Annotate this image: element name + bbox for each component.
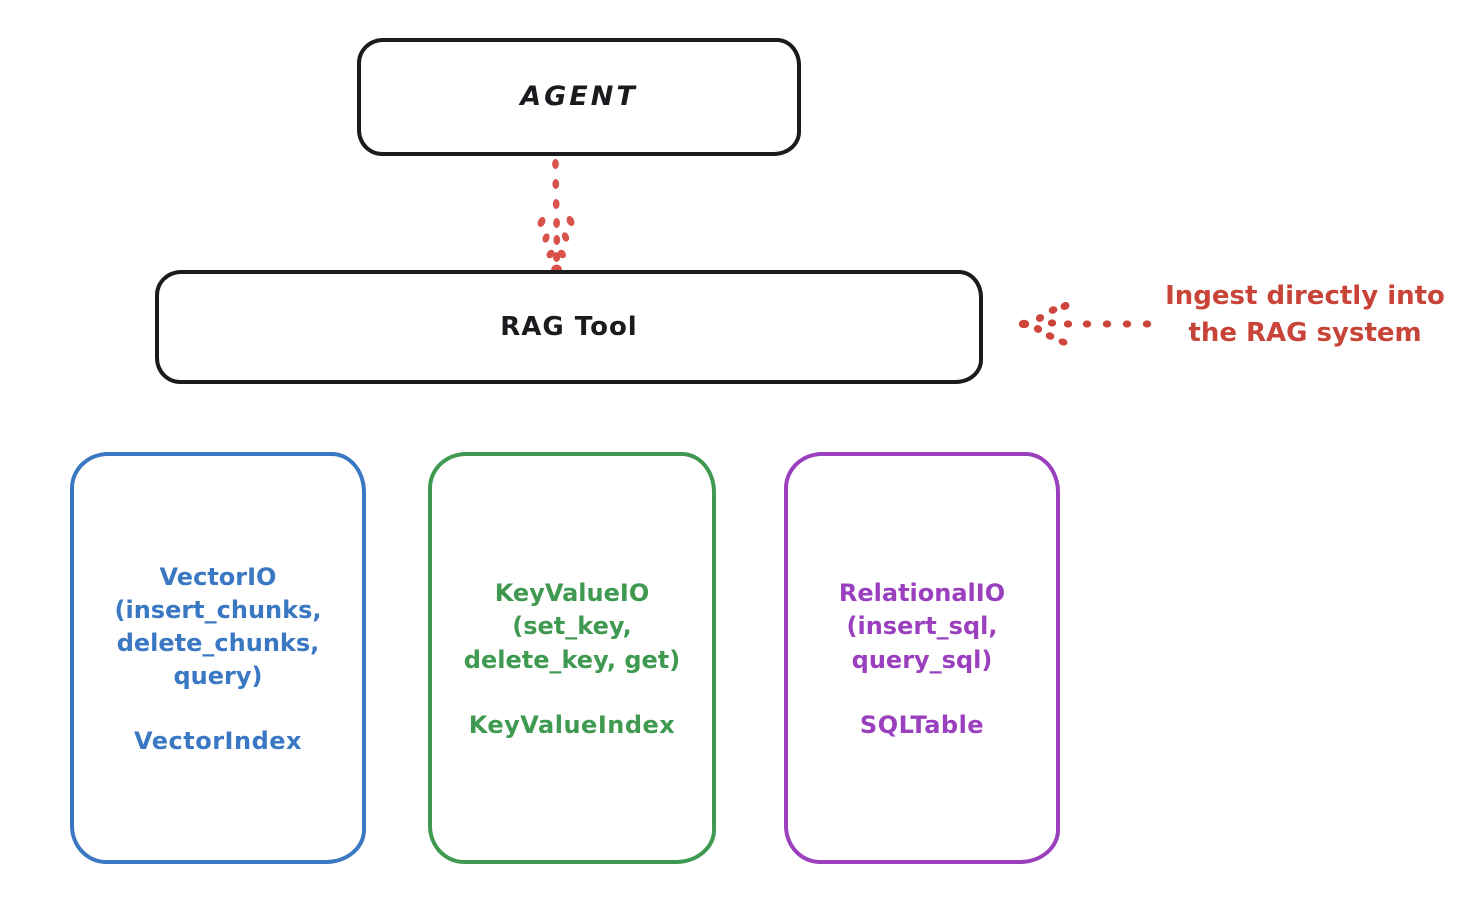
node-agent-label: AGENT [520,80,638,112]
node-vector-index-label: VectorIndex [133,727,302,756]
node-key-value-io-label: KeyValueIO (set_key, delete_key, get) [463,579,681,674]
node-vector-io[interactable]: VectorIO (insert_chunks, delete_chunks, … [70,452,366,864]
node-vector-io-label: VectorIO (insert_chunks, delete_chunks, … [114,562,322,691]
node-relational-io-label: RelationalIO (insert_sql, query_sql) [838,579,1006,674]
node-key-value-io[interactable]: KeyValueIO (set_key, delete_key, get) Ke… [428,452,716,864]
node-agent[interactable]: AGENT [357,38,801,156]
node-rag-tool-label: RAG Tool [500,311,638,342]
connector-agent-to-rag-tool [537,159,575,276]
connector-ingest-pointer [1018,302,1152,346]
annotation-ingest-note: Ingest directly into the RAG system [1165,281,1445,348]
node-sql-table-label: SQLTable [859,710,985,739]
node-rag-tool[interactable]: RAG Tool [155,270,983,384]
node-relational-io[interactable]: RelationalIO (insert_sql, query_sql) SQL… [784,452,1060,864]
node-key-value-index-label: KeyValueIndex [468,710,676,739]
